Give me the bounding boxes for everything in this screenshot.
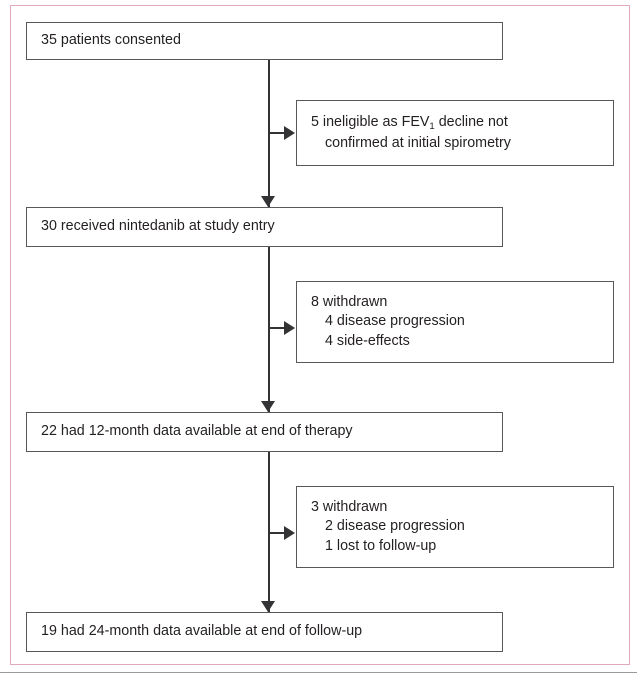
node-line: 1 lost to follow-up bbox=[325, 537, 437, 554]
node-received-nintedanib: 30 received nintedanib at study entry bbox=[26, 207, 503, 247]
connector-to-withdrawn-1 bbox=[268, 327, 285, 329]
ineligible-text-a: 5 ineligible as FEV bbox=[311, 114, 430, 130]
ineligible-text-b: decline not bbox=[434, 114, 508, 130]
arrowhead-down-to-received bbox=[261, 196, 275, 207]
node-24-month-data: 19 had 24-month data available at end of… bbox=[26, 612, 503, 652]
node-line: 4 side-effects bbox=[325, 332, 410, 349]
connector-received-to-month12 bbox=[268, 247, 270, 412]
connector-to-withdrawn-2 bbox=[268, 532, 285, 534]
node-line: 35 patients consented bbox=[41, 32, 181, 49]
node-12-month-data: 22 had 12-month data available at end of… bbox=[26, 412, 503, 452]
arrowhead-down-to-month12 bbox=[261, 401, 275, 412]
node-patients-consented: 35 patients consented bbox=[26, 22, 503, 60]
connector-to-ineligible bbox=[268, 132, 285, 134]
arrowhead-down-to-month24 bbox=[261, 601, 275, 612]
arrowhead-right-to-withdrawn-2 bbox=[284, 526, 295, 540]
node-line: confirmed at initial spirometry bbox=[325, 134, 511, 151]
node-line: 2 disease progression bbox=[325, 518, 465, 535]
arrowhead-right-to-withdrawn-1 bbox=[284, 321, 295, 335]
node-line: 3 withdrawn bbox=[311, 498, 388, 515]
node-line: 19 had 24-month data available at end of… bbox=[41, 623, 363, 640]
page-divider-rule bbox=[0, 672, 637, 673]
fev1-subscript: 1 bbox=[429, 121, 435, 132]
node-ineligible: 5 ineligible as FEV1 decline not confirm… bbox=[296, 100, 614, 166]
node-withdrawn-2: 3 withdrawn 2 disease progression 1 lost… bbox=[296, 486, 614, 568]
arrowhead-right-to-ineligible bbox=[284, 126, 295, 140]
node-line: 4 disease progression bbox=[325, 313, 465, 330]
node-line: 30 received nintedanib at study entry bbox=[41, 218, 275, 235]
node-withdrawn-1: 8 withdrawn 4 disease progression 4 side… bbox=[296, 281, 614, 363]
node-line: 8 withdrawn bbox=[311, 293, 388, 310]
node-line: 22 had 12-month data available at end of… bbox=[41, 423, 353, 440]
node-line: 5 ineligible as FEV1 decline not bbox=[297, 113, 613, 134]
